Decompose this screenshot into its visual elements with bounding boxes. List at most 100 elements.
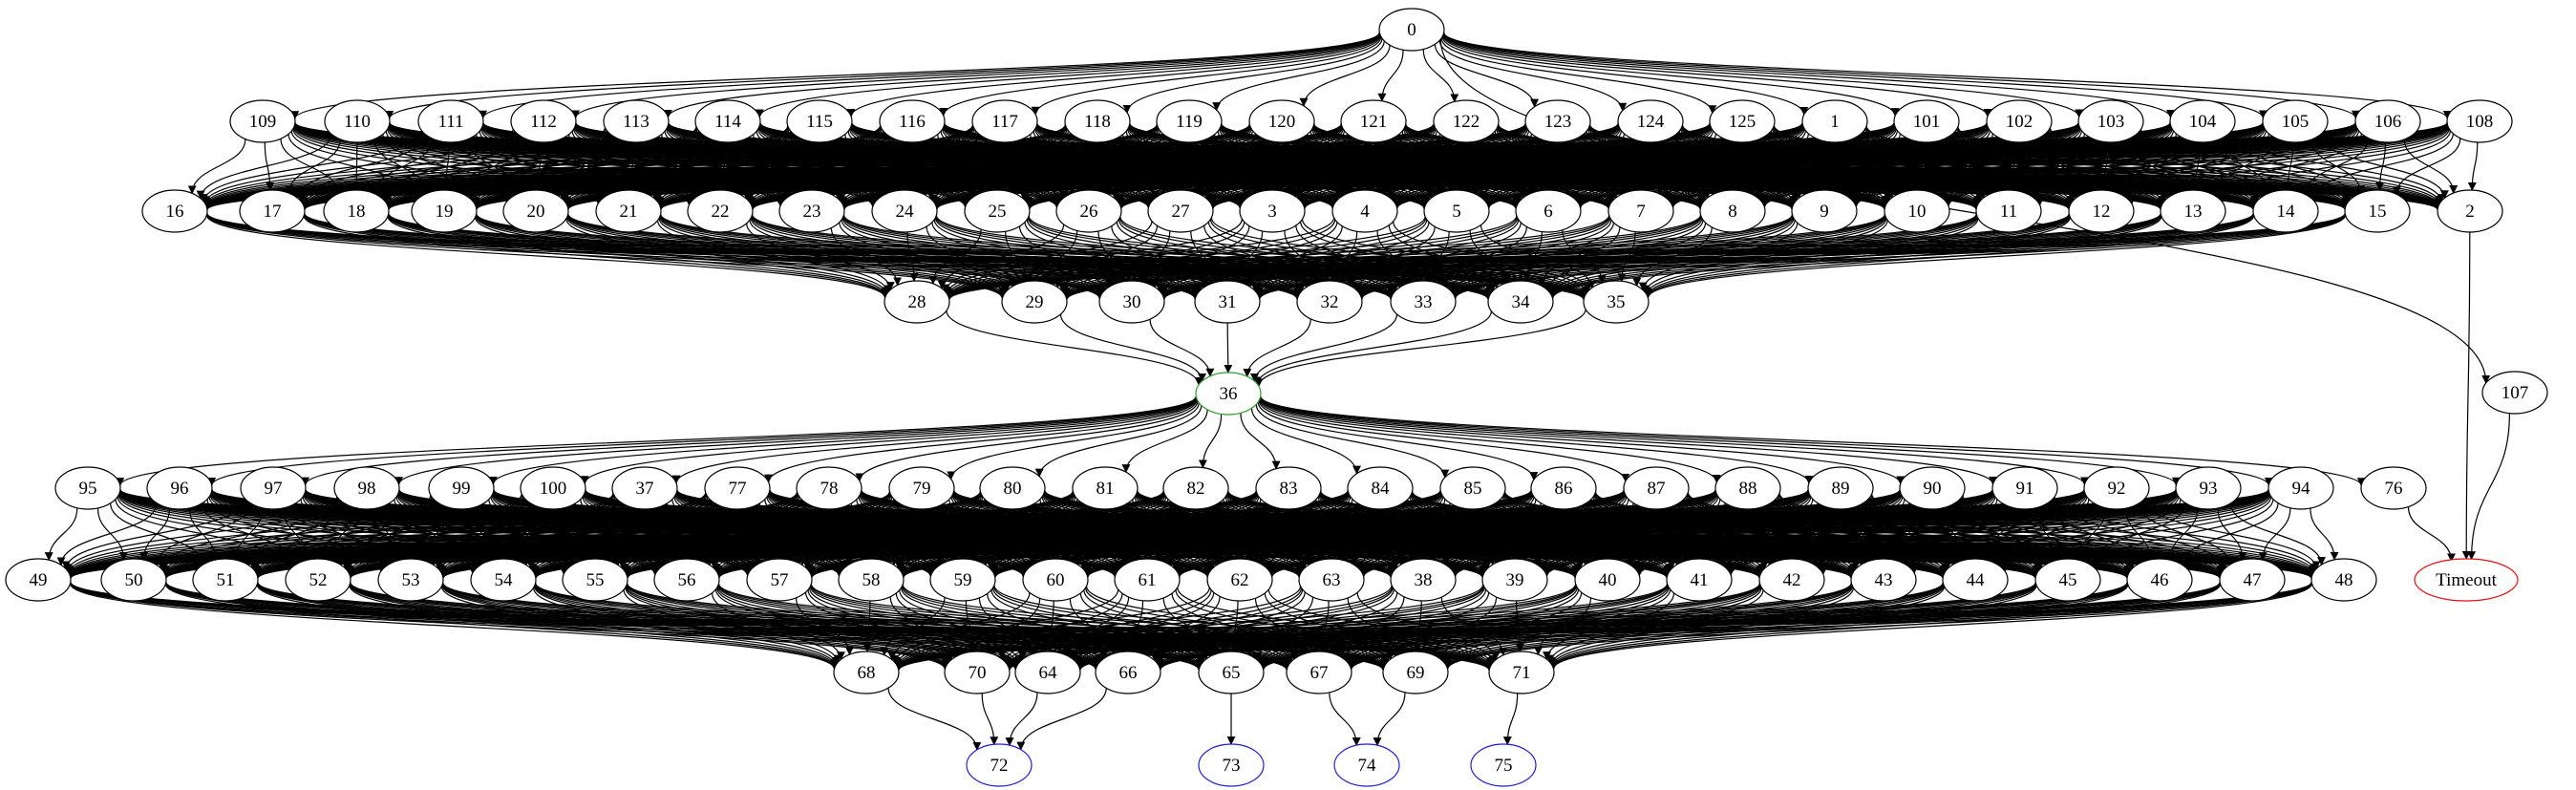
edge-36-to-83 [1240,413,1281,470]
edge-63-to-70 [1003,587,1303,666]
node-label-54: 54 [495,570,514,590]
node-label-15: 15 [2369,202,2387,222]
edge-0-to-119 [1212,40,1385,112]
node-label-22: 22 [712,202,730,222]
node-label-111: 111 [437,112,463,132]
node-95: 95 [54,466,121,510]
node-label-125: 125 [1729,112,1756,132]
edge-36-to-99 [489,396,1198,485]
edge-113-to-16 [202,127,606,206]
edge-68-to-72 [887,688,982,751]
node-label-63: 63 [1323,570,1341,590]
node-shape-22 [687,189,754,233]
edge-114-to-16 [202,126,697,207]
node-38: 38 [1390,558,1457,602]
edge-6-to-29 [1061,216,1518,298]
node-shape-101 [1893,99,1960,143]
node-label-48: 48 [2335,570,2353,590]
edge-94-to-57 [807,489,2269,579]
node-shape-114 [694,99,761,143]
node-label-123: 123 [1544,112,1572,132]
node-104: 104 [2169,99,2236,143]
node-108: 108 [2446,99,2513,143]
node-39: 39 [1481,558,1548,602]
node-label-11: 11 [2000,202,2017,222]
node-110: 110 [324,99,391,143]
node-64: 64 [1014,651,1081,694]
node-label-88: 88 [1739,479,1757,499]
node-label-5: 5 [1452,202,1461,222]
node-label-92: 92 [2108,479,2126,499]
node-88: 88 [1714,466,1781,510]
node-19: 19 [411,189,478,233]
node-label-44: 44 [1967,570,1986,590]
node-97: 97 [240,466,307,510]
edge-27-to-33 [1207,221,1400,292]
node-107: 107 [2481,371,2548,415]
node-label-95: 95 [79,479,97,499]
node-43: 43 [1850,558,1917,602]
node-shape-125 [1709,99,1776,143]
node-123: 123 [1524,99,1591,143]
node-shape-10 [1884,189,1950,233]
edge-15-to-35 [1644,214,2347,299]
node-65: 65 [1198,651,1265,694]
node-120: 120 [1248,99,1315,143]
node-shape-116 [879,99,946,143]
node-13: 13 [2160,189,2226,233]
edge-0-to-118 [1122,37,1383,114]
node-41: 41 [1666,558,1733,602]
node-label-62: 62 [1231,570,1249,590]
node-94: 94 [2267,466,2334,510]
node-label-82: 82 [1187,479,1205,499]
edge-5-to-28 [944,216,1426,298]
node-shape-26 [1055,189,1122,233]
node-102: 102 [1986,99,2053,143]
node-shape-119 [1156,99,1223,143]
node-48: 48 [2310,558,2377,602]
edge-0-to-123 [1434,44,1540,108]
edge-24-to-30 [931,222,1109,292]
node-63: 63 [1298,558,1365,602]
node-shape-17 [239,189,306,233]
edge-94-to-42 [1819,493,2270,575]
node-label-29: 29 [1026,292,1044,312]
edge-94-to-39 [1543,491,2270,577]
edge-110-to-16 [196,134,332,200]
edge-19-to-28 [475,217,890,297]
edge-22-to-29 [749,219,1010,294]
node-0: 0 [1378,8,1445,52]
edge-36-to-82 [1198,414,1223,469]
node-label-64: 64 [1039,663,1058,683]
edge-36-to-91 [1259,396,1997,485]
node-label-117: 117 [991,112,1018,132]
edge-55-to-68 [623,589,842,664]
node-76: 76 [2360,466,2427,510]
node-label-27: 27 [1172,202,1190,222]
edge-108-to-8 [1760,124,2449,208]
node-121: 121 [1340,99,1407,143]
edge-107-to-Timeout [2467,413,2510,561]
edge-1-to-16 [202,122,1803,211]
node-shape-27 [1147,189,1214,233]
node-label-104: 104 [2189,112,2217,132]
node-label-121: 121 [1360,112,1388,132]
node-shape-109 [229,99,296,143]
node-26: 26 [1055,189,1122,233]
node-56: 56 [653,558,720,602]
node-shape-21 [595,189,662,233]
node-label-45: 45 [2059,570,2077,590]
node-label-43: 43 [1875,570,1893,590]
edge-34-to-36 [1253,310,1492,386]
node-106: 106 [2354,99,2421,143]
node-9: 9 [1791,189,1858,233]
edge-0-to-104 [1442,32,2175,118]
edge-100-to-49 [65,493,522,576]
edge-112-to-16 [201,128,514,205]
edge-124-to-16 [202,122,1619,210]
edge-66-to-72 [1016,688,1107,751]
edge-0-to-120 [1299,45,1391,107]
edge-36-to-87 [1258,399,1630,482]
node-label-114: 114 [714,112,741,132]
node-label-77: 77 [729,479,747,499]
